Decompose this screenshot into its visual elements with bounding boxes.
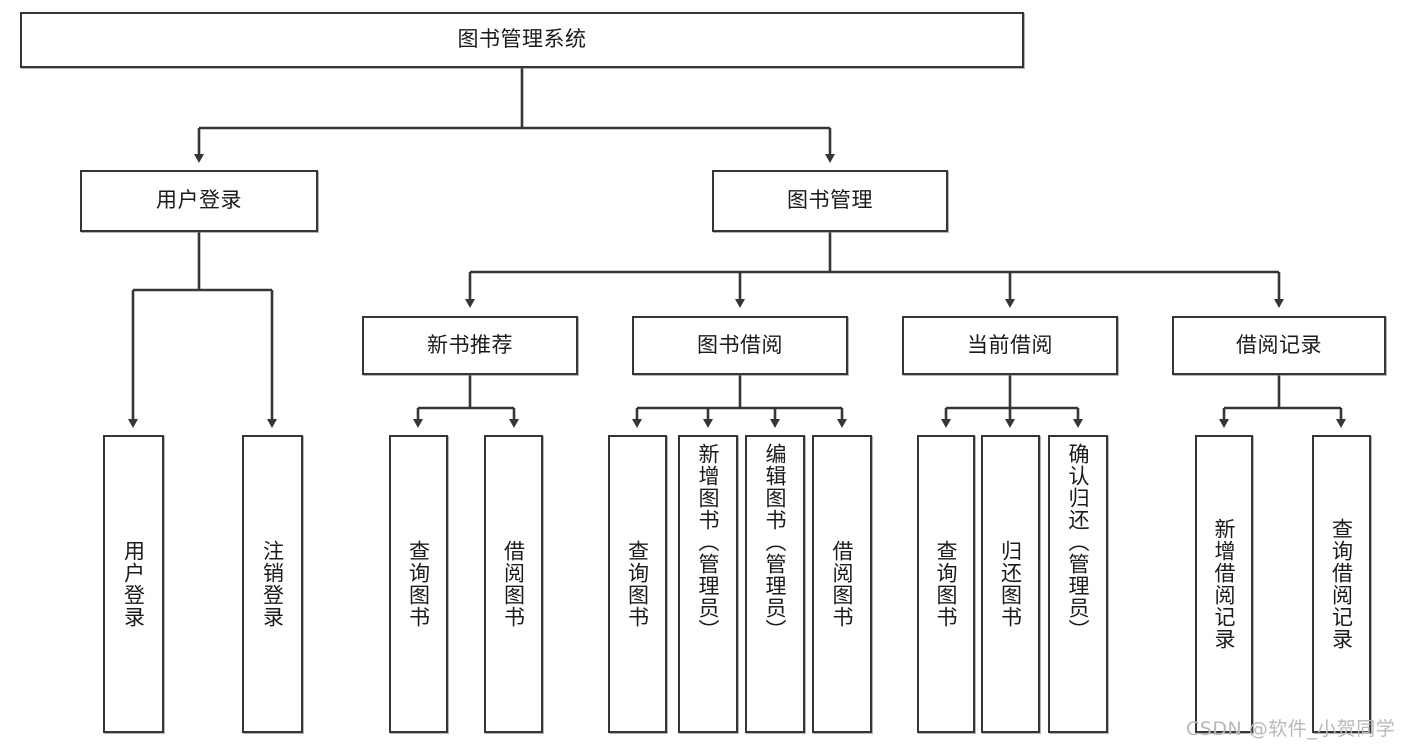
- node-leaf-edit-book[interactable]: 编辑图书（管理员）: [745, 435, 805, 733]
- node-book-manage-label: 图书管理: [787, 188, 873, 213]
- node-leaf-query-record-label: 查询借阅记录: [1329, 518, 1354, 650]
- node-leaf-logout[interactable]: 注销登录: [242, 435, 303, 733]
- node-borrow-record-label: 借阅记录: [1236, 332, 1322, 357]
- node-new-book-recommend[interactable]: 新书推荐: [362, 316, 578, 375]
- node-leaf-add-record[interactable]: 新增借阅记录: [1195, 435, 1253, 733]
- node-leaf-query-book-3-label: 查询图书: [934, 540, 959, 628]
- node-leaf-add-book-label: 新增图书（管理员）: [696, 443, 721, 641]
- node-leaf-return-book-label: 归还图书: [998, 540, 1023, 628]
- node-leaf-query-book-1-label: 查询图书: [406, 540, 431, 628]
- node-book-borrow-label: 图书借阅: [697, 332, 783, 357]
- node-leaf-user-login[interactable]: 用户登录: [103, 435, 164, 733]
- node-user-login[interactable]: 用户登录: [80, 170, 318, 232]
- node-leaf-borrow-book-2-label: 借阅图书: [830, 540, 855, 628]
- node-root[interactable]: 图书管理系统: [20, 12, 1024, 68]
- node-leaf-borrow-book-1[interactable]: 借阅图书: [484, 435, 543, 733]
- node-leaf-add-record-label: 新增借阅记录: [1212, 518, 1237, 650]
- node-leaf-edit-book-label: 编辑图书（管理员）: [763, 443, 788, 641]
- node-book-manage[interactable]: 图书管理: [712, 170, 948, 232]
- node-leaf-query-book-1[interactable]: 查询图书: [389, 435, 448, 733]
- node-leaf-logout-label: 注销登录: [260, 540, 285, 628]
- node-new-book-recommend-label: 新书推荐: [427, 332, 513, 357]
- node-leaf-query-book-3[interactable]: 查询图书: [917, 435, 975, 733]
- node-leaf-return-book[interactable]: 归还图书: [981, 435, 1040, 733]
- node-current-borrow-label: 当前借阅: [967, 332, 1053, 357]
- node-current-borrow[interactable]: 当前借阅: [902, 316, 1118, 375]
- node-leaf-query-book-2-label: 查询图书: [625, 540, 650, 628]
- node-borrow-record[interactable]: 借阅记录: [1172, 316, 1386, 375]
- node-leaf-user-login-label: 用户登录: [121, 540, 146, 628]
- node-leaf-query-record[interactable]: 查询借阅记录: [1312, 435, 1371, 733]
- node-leaf-borrow-book-1-label: 借阅图书: [501, 540, 526, 628]
- node-leaf-add-book[interactable]: 新增图书（管理员）: [678, 435, 738, 733]
- csdn-watermark: CSDN @软件_小贺同学: [1186, 718, 1396, 740]
- node-leaf-borrow-book-2[interactable]: 借阅图书: [812, 435, 872, 733]
- node-leaf-query-book-2[interactable]: 查询图书: [608, 435, 667, 733]
- node-user-login-label: 用户登录: [156, 188, 242, 213]
- node-leaf-confirm-return-label: 确认归还（管理员）: [1066, 443, 1091, 641]
- node-root-label: 图书管理系统: [457, 27, 587, 52]
- node-leaf-confirm-return[interactable]: 确认归还（管理员）: [1048, 435, 1108, 733]
- node-book-borrow[interactable]: 图书借阅: [632, 316, 848, 375]
